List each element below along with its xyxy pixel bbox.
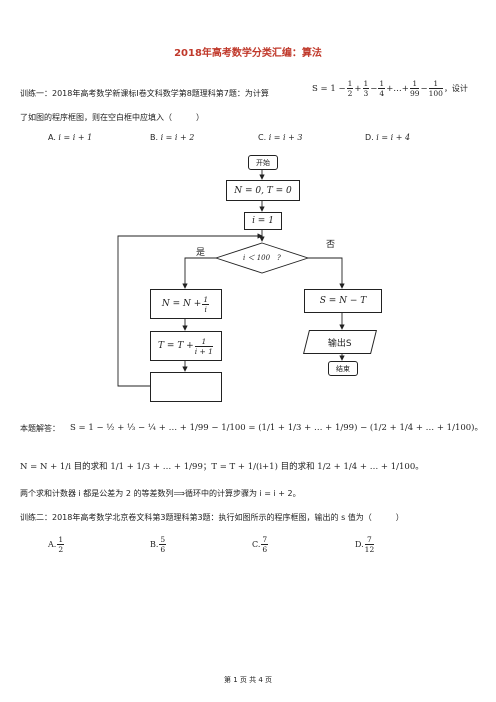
yes-label: 是 <box>196 248 206 258</box>
q2-text: 训练二：2018年高考数学北京卷文科第3题理科第3题：执行如图所示的程序框图，输… <box>20 513 404 522</box>
q1-line2: 了如图的程序框图，则在空白框中应填入（ ） <box>20 113 204 122</box>
solution-line2: N = N + 1/i 目的求和 1/1 + 1/3 + … + 1/99；T … <box>20 462 424 472</box>
q1-option-b: B. i = i + 2 <box>150 133 195 142</box>
no-label: 否 <box>326 240 336 250</box>
page-footer: 第 1 页 共 4 页 <box>223 676 273 684</box>
q1-option-d: D. i = i + 4 <box>365 133 411 142</box>
q1-option-c: C. i = i + 3 <box>258 133 303 142</box>
q1-formula-s: S = 1 − <box>312 83 346 94</box>
s-calc-node: S = N − T <box>304 289 382 313</box>
solution-line1: S = 1 − ½ + ⅓ − ¼ + … + 1/99 − 1/100 = (… <box>70 423 483 433</box>
end-node: 结束 <box>328 361 358 376</box>
page-title: 2018年高考数学分类汇编：算法 <box>174 48 322 59</box>
solution-label: 本题解答： <box>20 424 60 433</box>
output-node: 输出S <box>303 330 377 354</box>
q1-suffix: ，设计 <box>443 84 468 93</box>
condition-label: i ＜ 100 ? <box>243 254 281 262</box>
solution-line3: 两个求和计数器 i 都是公差为 2 的等差数列⟹循环中的计算步骤为 i = i … <box>20 489 301 498</box>
blank-box <box>150 372 222 402</box>
q1-prefix: 训练一：2018年高考数学新课标Ⅰ卷文科数学第8题理科第7题：为计算 <box>20 89 269 98</box>
q1-option-a: A. i = i + 1 <box>48 133 93 142</box>
init-node: N = 0, T = 0 <box>226 180 300 201</box>
i-init-node: i = 1 <box>244 212 282 230</box>
start-node: 开始 <box>248 155 278 170</box>
